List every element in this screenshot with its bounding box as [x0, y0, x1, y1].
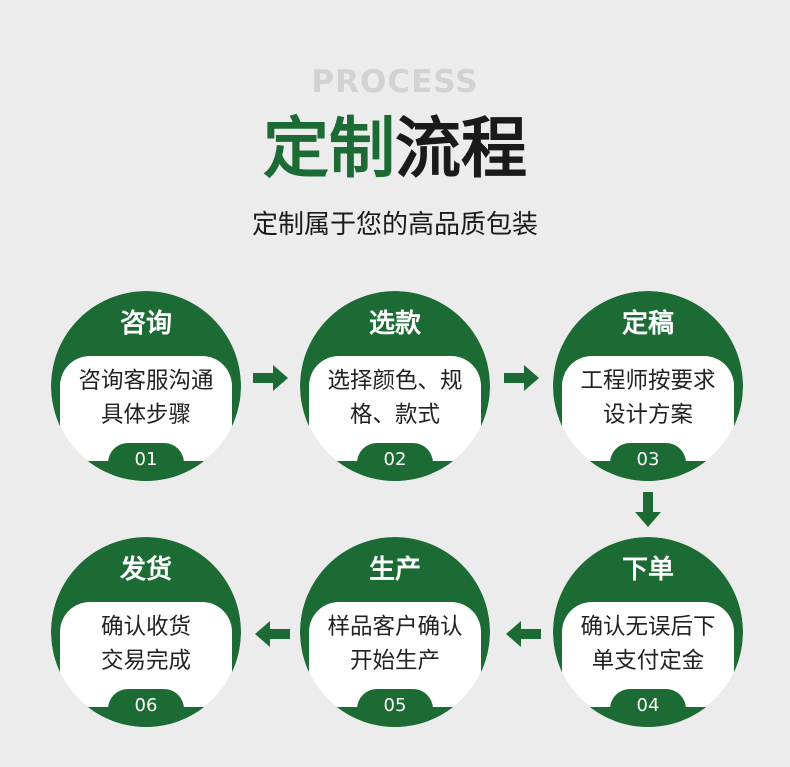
- step-number: 04: [636, 695, 660, 716]
- title-part-dark: 流程: [395, 110, 527, 187]
- step-line: 具体步骤: [100, 401, 191, 428]
- step-body: 确认收货 交易完成: [60, 602, 232, 707]
- step-description: 确认收货 交易完成: [101, 610, 191, 678]
- step-shipping: 发货 确认收货 交易完成 06: [51, 537, 241, 727]
- page-subtitle: 定制属于您的高品质包装: [251, 210, 538, 240]
- step-circle-bg: [300, 537, 490, 727]
- step-order: 下单 确认无误后下 单支付定金 04: [553, 537, 743, 727]
- step-line: 样品客户确认: [327, 613, 463, 640]
- step-description: 确认无误后下 单支付定金: [580, 610, 715, 678]
- step-consult: 咨询 咨询客服沟通 具体步骤 01: [51, 291, 241, 481]
- step-line: 设计方案: [602, 401, 693, 428]
- step-number: 03: [636, 449, 660, 470]
- step-body: 选择颜色、规 格、款式: [309, 356, 481, 461]
- step-description: 工程师按要求 设计方案: [580, 364, 715, 432]
- step-body: 确认无误后下 单支付定金: [562, 602, 734, 707]
- step-description: 样品客户确认 开始生产: [327, 610, 462, 678]
- step-circle-bg: [300, 291, 490, 481]
- step-line: 格、款式: [349, 401, 440, 428]
- process-watermark: PROCESS: [311, 64, 479, 100]
- arrow-left-icon: [255, 621, 290, 647]
- step-line: 选择颜色、规: [327, 367, 463, 394]
- step-description: 选择颜色、规 格、款式: [327, 364, 462, 432]
- step-line: 开始生产: [349, 647, 440, 674]
- step-title: 下单: [621, 555, 674, 585]
- step-production: 生产 样品客户确认 开始生产 05: [300, 537, 490, 727]
- step-number: 02: [383, 449, 407, 470]
- step-line: 咨询客服沟通: [78, 367, 214, 394]
- step-select-style: 选款 选择颜色、规 格、款式 02: [300, 291, 490, 481]
- step-number: 06: [134, 695, 158, 716]
- step-title: 选款: [368, 309, 421, 339]
- step-line: 交易完成: [100, 647, 191, 674]
- step-title: 咨询: [119, 309, 172, 339]
- step-body: 工程师按要求 设计方案: [562, 356, 734, 461]
- page-title: 定制流程: [0, 108, 790, 190]
- arrow-right-icon: [253, 365, 288, 391]
- title-part-green: 定制: [263, 110, 395, 187]
- arrow-right-icon: [504, 365, 539, 391]
- step-body: 咨询客服沟通 具体步骤: [60, 356, 232, 461]
- step-circle-bg: [553, 537, 743, 727]
- step-title: 生产: [368, 555, 421, 585]
- step-description: 咨询客服沟通 具体步骤: [78, 364, 213, 432]
- step-circle-bg: [553, 291, 743, 481]
- step-number: 05: [383, 695, 407, 716]
- step-body: 样品客户确认 开始生产: [309, 602, 481, 707]
- step-circle-bg: [51, 537, 241, 727]
- step-number: 01: [134, 449, 158, 470]
- step-line: 确认无误后下: [580, 613, 716, 640]
- step-line: 工程师按要求: [580, 367, 716, 394]
- step-finalize: 定稿 工程师按要求 设计方案 03: [553, 291, 743, 481]
- arrow-left-icon: [506, 621, 541, 647]
- step-title: 发货: [119, 555, 172, 585]
- step-line: 确认收货: [100, 613, 191, 640]
- arrow-down-icon: [635, 492, 661, 527]
- step-circle-bg: [51, 291, 241, 481]
- step-line: 单支付定金: [591, 647, 705, 674]
- step-title: 定稿: [621, 309, 674, 339]
